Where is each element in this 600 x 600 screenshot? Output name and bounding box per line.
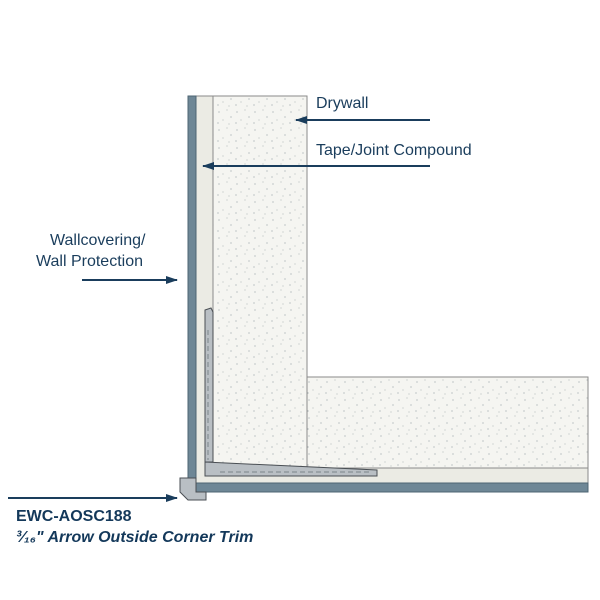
drywall-horizontal-texture <box>307 377 588 468</box>
product-description: ³⁄₁₆" Arrow Outside Corner Trim <box>16 529 253 547</box>
product-description-text: " Arrow Outside Corner Trim <box>36 529 254 546</box>
drywall-vertical-texture <box>213 96 307 468</box>
wallcovering-label-line2: Wall Protection <box>36 253 143 270</box>
tape-joint-label: Tape/Joint Compound <box>316 142 472 159</box>
trim-arrow-nose <box>179 477 207 501</box>
drywall-label: Drywall <box>316 95 369 112</box>
product-fraction: ³⁄₁₆ <box>16 529 36 546</box>
wallcovering-label-line1: Wallcovering/ <box>50 232 146 249</box>
trim-vertical-flange <box>204 307 214 463</box>
product-code: EWC-AOSC188 <box>16 508 132 525</box>
